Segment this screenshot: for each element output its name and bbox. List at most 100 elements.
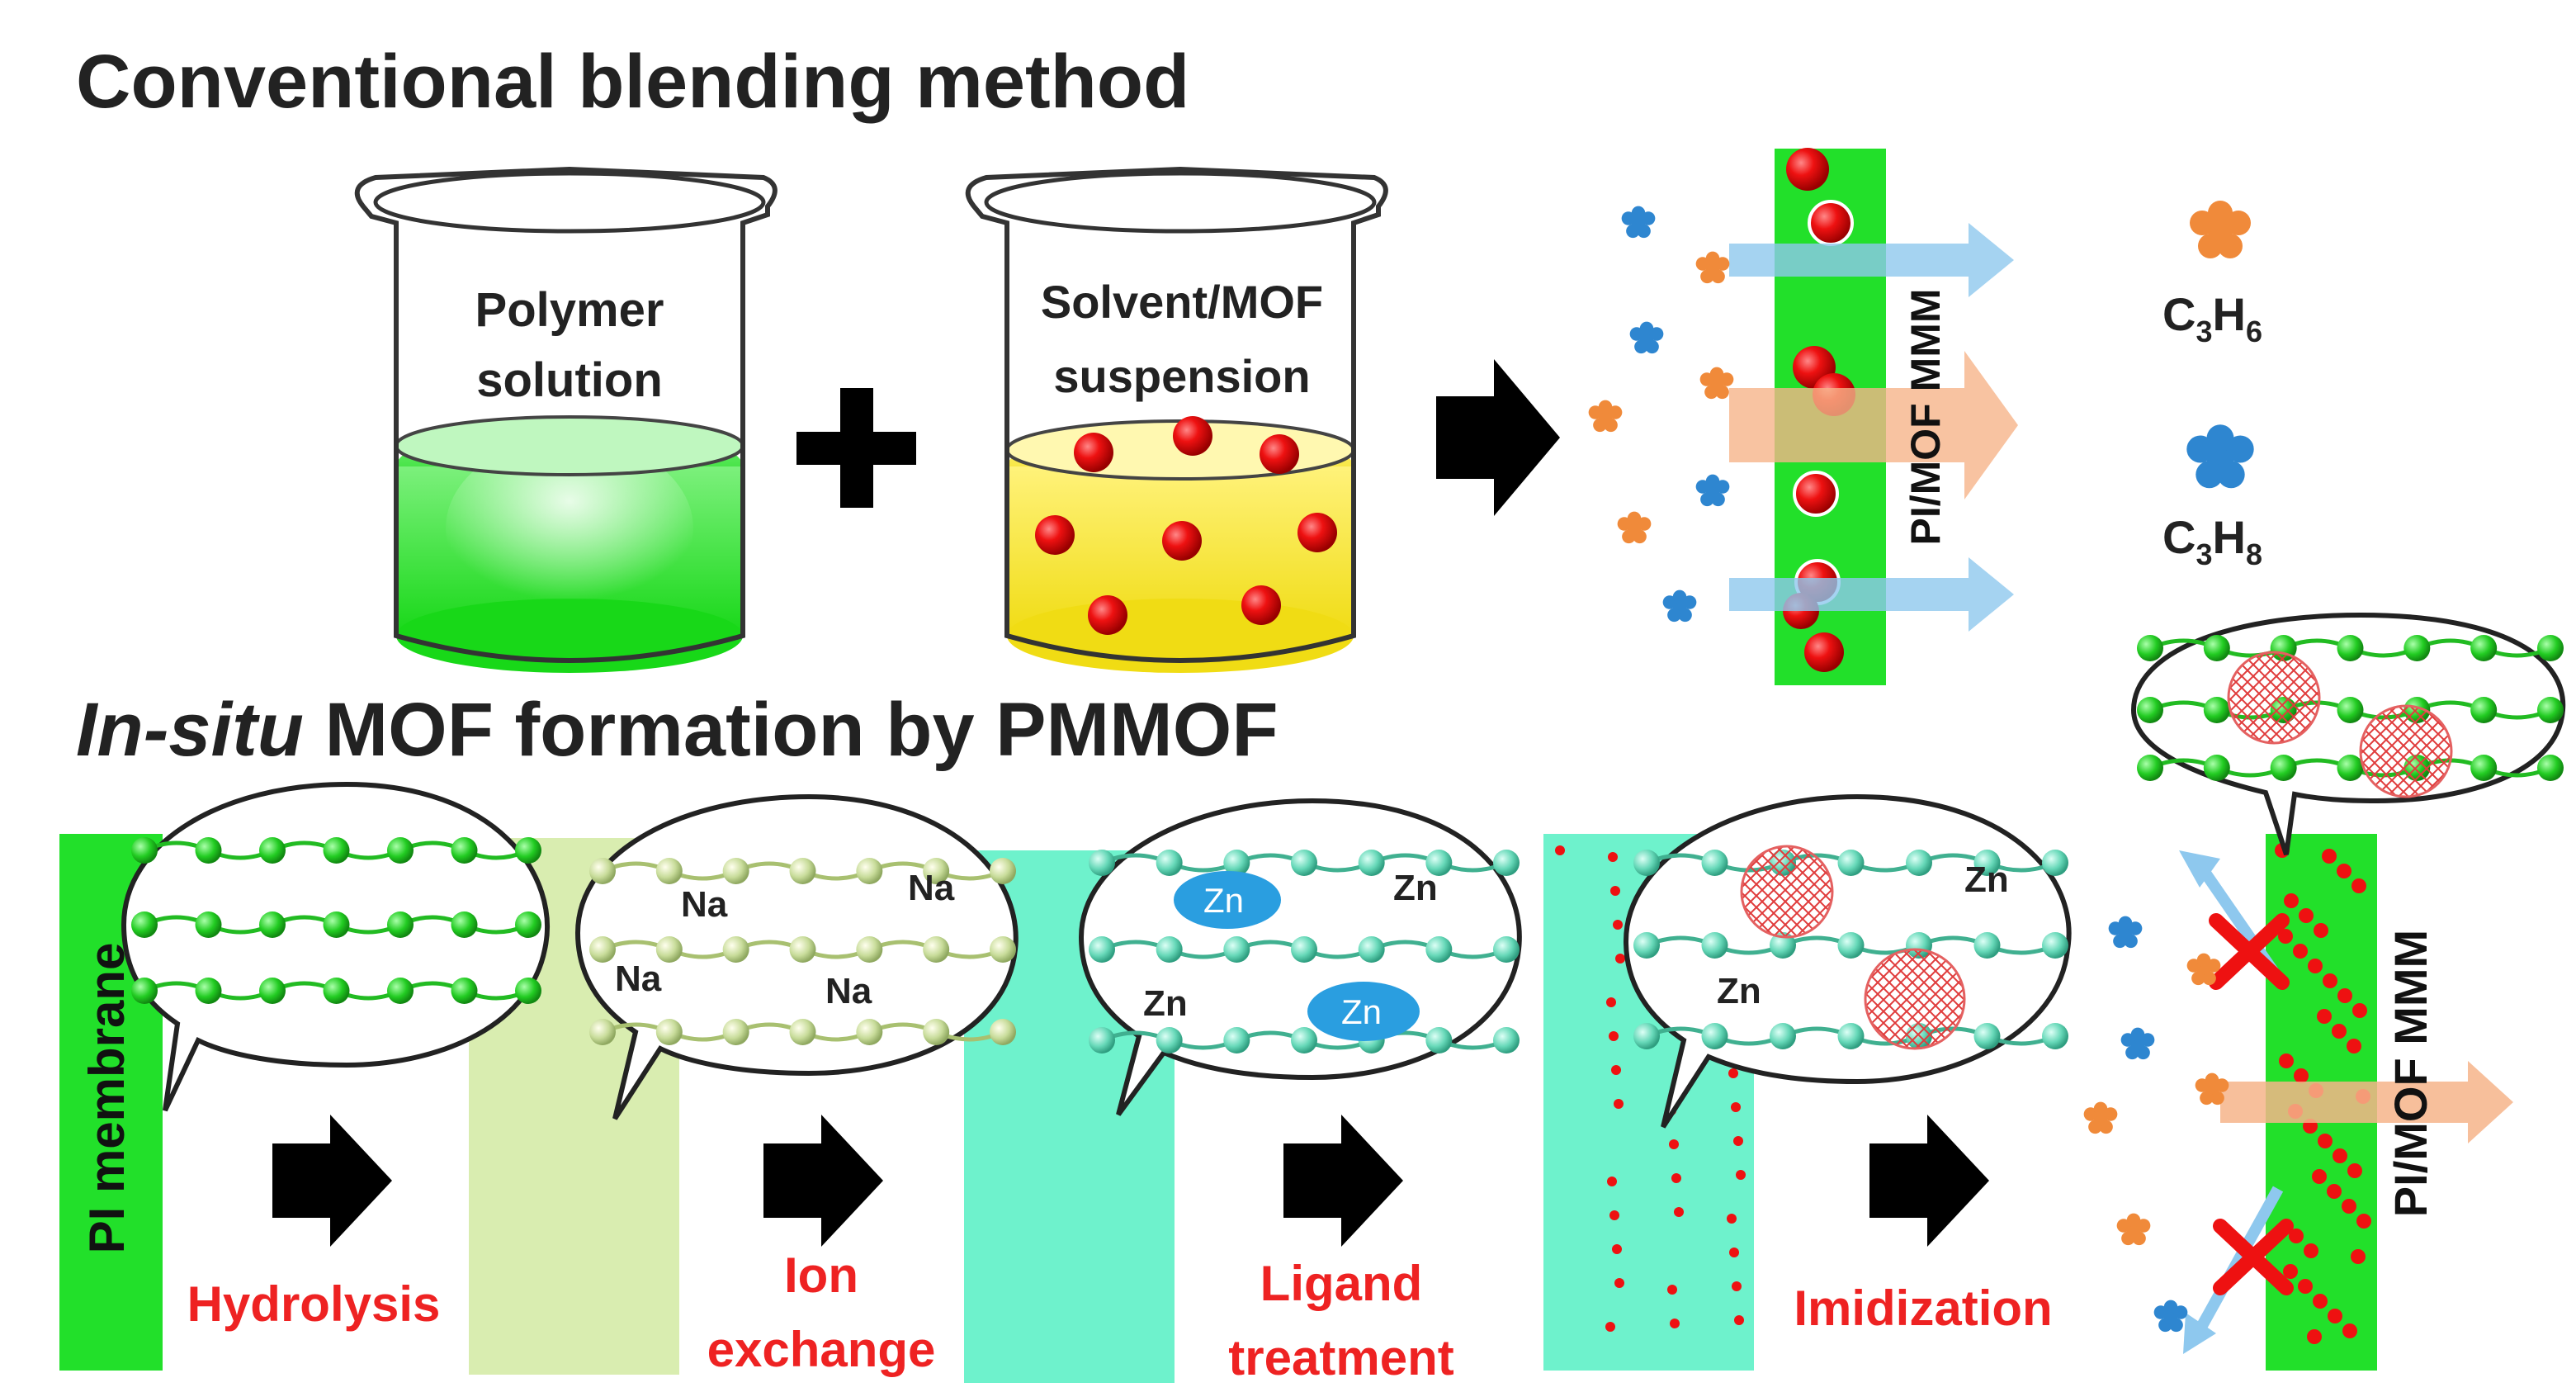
beaker-2-label-line2: suspension [1053, 350, 1310, 402]
polymer-bead [2203, 755, 2230, 781]
polymer-bead [1493, 936, 1520, 963]
polymer-bead [1493, 850, 1520, 876]
mof-crystal-dot [2307, 1329, 2322, 1344]
mof-crystal-dot [2317, 1009, 2332, 1024]
polymer-bead [722, 936, 749, 963]
polymer-bead [589, 936, 616, 963]
pi-chain-bubble [121, 781, 550, 1112]
polymer-bead [323, 837, 350, 864]
mof-suspension-beaker: Solvent/MOF suspension [965, 166, 1388, 673]
polymer-bead [131, 911, 158, 938]
block-x-icon [2213, 1219, 2294, 1295]
polymer-bead [2337, 697, 2364, 723]
mof-nucleus-dot [1731, 1102, 1741, 1112]
propylene-legend-label: C3H6 [2162, 288, 2262, 348]
mof-crystal-dot [2342, 1199, 2356, 1214]
polymer-bead [990, 858, 1016, 884]
polymer-bead [2042, 932, 2068, 959]
propane-flow-arrow [1729, 557, 2014, 632]
mof-nucleus-dot [1614, 1099, 1624, 1109]
polymer-bead [1837, 932, 1865, 959]
mof-nucleus-dot [1674, 1207, 1684, 1217]
mof-crystal-dot [2332, 1024, 2347, 1039]
polymer-bead [387, 837, 414, 864]
mof-crystal-dot [2299, 908, 2314, 923]
zn-ion-label: Zn [1341, 992, 1382, 1031]
polymer-bead [2537, 697, 2564, 723]
mof-nucleus-dot [1736, 1170, 1746, 1180]
polymer-bead [789, 858, 816, 884]
polymer-bead [1223, 936, 1250, 963]
polymer-bead [2470, 697, 2498, 723]
mof-crystal-dot [2337, 988, 2352, 1003]
mof-particle [1162, 521, 1202, 561]
polymer-bead [990, 1019, 1016, 1045]
polymer-bead [1973, 932, 2001, 959]
propane-molecule-icon [1662, 589, 1697, 623]
propane-flow-arrow [1729, 223, 2014, 297]
zn-ion-label: Zn [1143, 983, 1188, 1024]
polymer-bead [2470, 755, 2498, 781]
mof-particle [1297, 513, 1337, 552]
propylene-molecule-icon [1588, 400, 1623, 433]
propylene-molecule-icon [1617, 511, 1652, 544]
mof-nucleus-dot [1609, 1210, 1619, 1220]
propylene-flow-arrow [2220, 1061, 2513, 1143]
pi-membrane-label: PI membrane [79, 943, 135, 1254]
mof-crystal-dot [2304, 1243, 2318, 1258]
step-label-exchange: exchange [707, 1322, 936, 1377]
polymer-bead [1701, 932, 1728, 959]
step-arrow-icon [272, 1115, 392, 1247]
polymer-bead [451, 978, 478, 1004]
mof-nucleus-dot [1669, 1139, 1679, 1149]
polymer-bead [323, 978, 350, 1004]
zn-ion-label: Zn [1393, 868, 1438, 908]
mof-crystal-dot [2279, 1053, 2294, 1068]
mof-particle [1035, 515, 1075, 555]
polymer-bead [515, 978, 541, 1004]
polymer-bead [923, 858, 950, 884]
mof-crystal-dot [2337, 864, 2351, 878]
polymer-bead [1156, 1027, 1183, 1053]
polymer-bead [655, 1019, 683, 1045]
polymer-bead [1223, 1027, 1250, 1053]
propane-molecule-icon [2186, 424, 2254, 489]
mof-crystal-dot [2318, 1134, 2333, 1148]
mof-crystal-dot [2323, 973, 2337, 988]
polymer-bead [1770, 1023, 1796, 1049]
blocked-propane-arrow [2179, 850, 2220, 888]
mof-crystal-dot [2289, 1229, 2304, 1243]
arrow-icon [1436, 359, 1560, 516]
polymer-bead [515, 837, 541, 864]
propane-molecule-icon [2153, 1300, 2188, 1333]
polymer-bead [1089, 936, 1115, 963]
mof-nucleus-dot [1670, 1319, 1680, 1328]
propylene-molecule-icon [2083, 1101, 2118, 1134]
polymer-bead [923, 936, 950, 963]
polymer-bead [259, 911, 286, 938]
polymer-bead [1425, 850, 1453, 876]
propylene-molecule-icon [1695, 251, 1730, 284]
mof-crystal-dot [2294, 1068, 2309, 1083]
polymer-bead [1973, 1023, 2001, 1049]
step-arrow-icon [1283, 1115, 1403, 1247]
mof-nucleus-dot [1611, 1065, 1621, 1075]
propylene-molecule-icon [1699, 367, 1734, 400]
mof-particle [1173, 416, 1212, 456]
step-label-hydrolysis: Hydrolysis [187, 1276, 441, 1332]
mof-nucleus-dot [1606, 997, 1616, 1007]
polymer-bead [2470, 635, 2498, 661]
zn-ion-label: Zn [1203, 881, 1244, 920]
mof-crystal-dot [2351, 878, 2366, 893]
polymer-bead [2137, 755, 2163, 781]
mof-particle [1241, 585, 1281, 625]
gas-molecules-top [1588, 206, 1734, 623]
polymer-bead [1701, 1023, 1728, 1049]
polymer-bead [1223, 850, 1250, 876]
mof-formation-bubble: Zn Zn [1623, 793, 2072, 1129]
top-membrane-label: PI/MOF MMM [1902, 288, 1949, 545]
beaker-2-label-line1: Solvent/MOF [1041, 276, 1323, 328]
propane-molecule-icon [1621, 206, 1656, 239]
polymer-bead [2042, 850, 2068, 876]
polymer-bead [2403, 635, 2431, 661]
